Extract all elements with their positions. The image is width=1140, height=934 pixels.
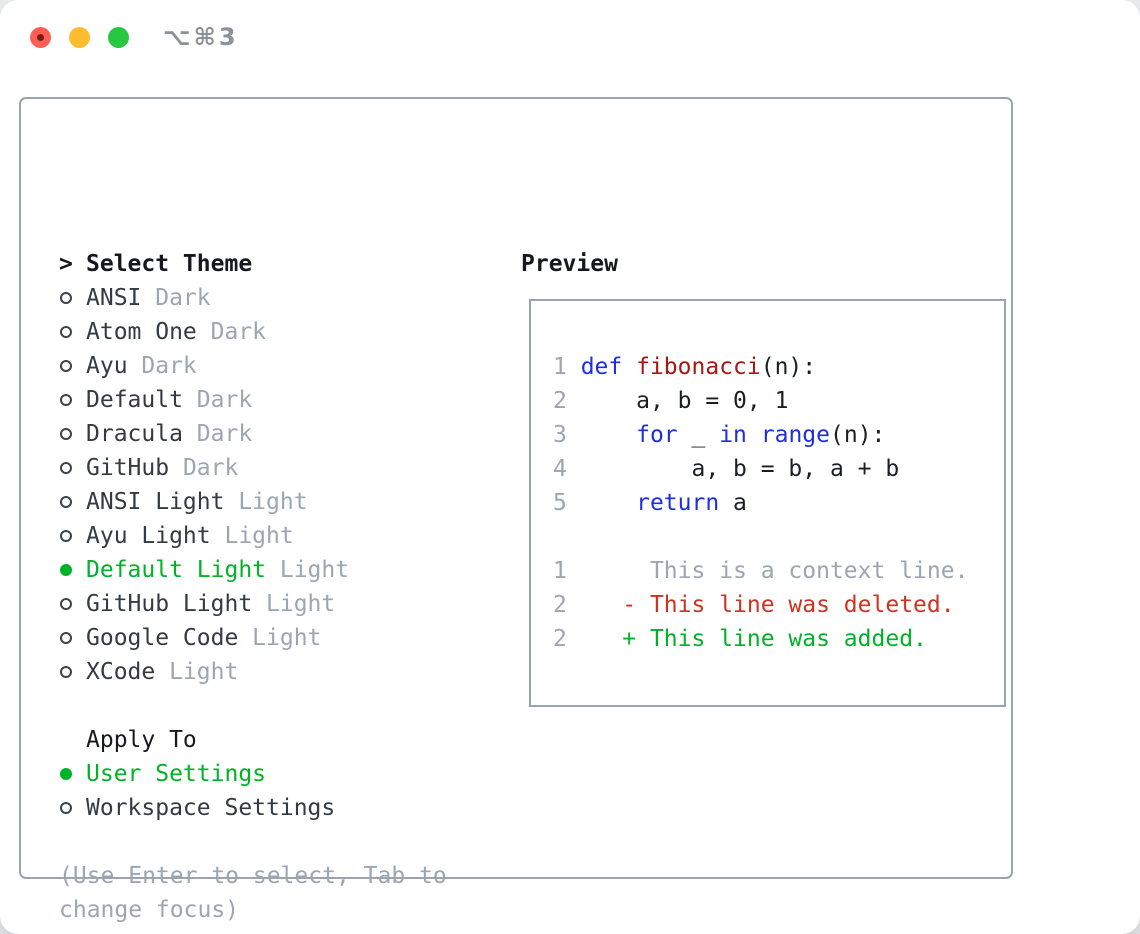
theme-option-ansi-light[interactable]: ANSI Light Light: [59, 485, 447, 519]
theme-option-ansi[interactable]: ANSI Dark: [59, 281, 447, 315]
radio-icon: [60, 326, 72, 338]
spacer: [59, 825, 447, 859]
theme-variant-label: Dark: [196, 421, 253, 447]
page-title: Select Theme: [86, 251, 253, 277]
radio-icon: [60, 598, 72, 610]
theme-variant-label: Dark: [210, 319, 267, 345]
option-label: XCode: [86, 659, 156, 685]
theme-variant-label: Dark: [141, 353, 197, 379]
keyboard-shortcut-label: ⌥⌘3: [163, 23, 239, 51]
theme-variant-label: Dark: [182, 455, 239, 481]
theme-option-ayu[interactable]: Ayu Dark: [59, 349, 447, 383]
code-preview: 1 def fibonacci(n): 2 a, b = 0, 1 3 for _ …: [553, 350, 1004, 656]
spacer: [59, 689, 447, 723]
code-line: 1 This is a context line.: [553, 558, 969, 584]
line-number: [553, 524, 581, 550]
radio-icon: [60, 428, 72, 440]
radio-selected-icon: [60, 564, 72, 576]
radio-icon: [60, 632, 72, 644]
theme-option-xcode[interactable]: XCode Light: [59, 655, 447, 689]
line-number: 3: [553, 422, 581, 448]
minimize-button[interactable]: [69, 27, 90, 48]
code-line: 2 a, b = 0, 1: [553, 388, 789, 414]
option-label: Dracula: [86, 421, 183, 447]
theme-option-dracula[interactable]: Dracula Dark: [59, 417, 447, 451]
theme-variant-label: Light: [238, 489, 308, 515]
preview-title: Preview: [521, 251, 618, 277]
theme-variant-label: Light: [224, 523, 294, 549]
code-line: 2 + This line was added.: [553, 626, 927, 652]
radio-icon: [60, 292, 72, 304]
option-label: User Settings: [86, 761, 267, 787]
option-label: Default Light: [86, 557, 267, 583]
hint-line: change focus): [59, 897, 240, 923]
option-label: GitHub Light: [86, 591, 253, 617]
code-line: 5 return a: [553, 490, 747, 516]
option-label: Default: [86, 387, 183, 413]
theme-option-default-light[interactable]: Default Light Light: [59, 553, 447, 587]
theme-option-google-code[interactable]: Google Code Light: [59, 621, 447, 655]
option-label: Workspace Settings: [86, 795, 336, 821]
radio-icon: [60, 666, 72, 678]
hint-line: (Use Enter to select, Tab to: [59, 863, 447, 889]
theme-variant-label: Light: [169, 659, 239, 685]
select-theme-header: > Select Theme: [59, 247, 447, 281]
code-line: 4 a, b = b, a + b: [553, 456, 900, 482]
theme-variant-label: Light: [266, 591, 336, 617]
theme-option-atom-one[interactable]: Atom One Dark: [59, 315, 447, 349]
option-label: ANSI: [86, 285, 142, 311]
radio-icon: [60, 802, 72, 814]
radio-icon: [60, 394, 72, 406]
theme-variant-label: Dark: [155, 285, 211, 311]
radio-icon: [60, 360, 72, 372]
radio-icon: [60, 496, 72, 508]
theme-option-default[interactable]: Default Dark: [59, 383, 447, 417]
theme-option-github-light[interactable]: GitHub Light Light: [59, 587, 447, 621]
apply-option-user-settings[interactable]: User Settings: [59, 757, 447, 791]
prompt-icon: >: [59, 251, 73, 277]
option-label: ANSI Light: [86, 489, 225, 515]
code-line: 2 - This line was deleted.: [553, 592, 955, 618]
line-number: 2: [553, 626, 581, 652]
theme-variant-label: Light: [279, 557, 350, 583]
line-number: 5: [553, 490, 581, 516]
option-label: Atom One: [86, 319, 197, 345]
theme-variant-label: Dark: [196, 387, 253, 413]
preview-box: 1 def fibonacci(n): 2 a, b = 0, 1 3 for _ …: [529, 299, 1006, 707]
theme-option-github[interactable]: GitHub Dark: [59, 451, 447, 485]
line-number: 4: [553, 456, 581, 482]
line-number: 1: [553, 354, 581, 380]
code-line: 1 def fibonacci(n):: [553, 354, 817, 380]
unsaved-dot-icon: [37, 34, 44, 41]
apply-option-workspace-settings[interactable]: Workspace Settings: [59, 791, 447, 825]
radio-icon: [60, 462, 72, 474]
option-label: Google Code: [86, 625, 239, 651]
radio-selected-icon: [60, 768, 72, 780]
code-line: 3 for _ in range(n):: [553, 422, 886, 448]
code-line: [553, 520, 1004, 554]
theme-option-ayu-light[interactable]: Ayu Light Light: [59, 519, 447, 553]
line-number: 1: [553, 558, 581, 584]
option-label: Ayu Light: [86, 523, 211, 549]
radio-icon: [60, 530, 72, 542]
apply-to-header: Apply To: [59, 723, 447, 757]
line-number: 2: [553, 592, 581, 618]
close-button[interactable]: [30, 27, 51, 48]
theme-variant-label: Light: [252, 625, 322, 651]
option-label: Ayu: [86, 353, 128, 379]
line-number: 2: [553, 388, 581, 414]
option-label: GitHub: [86, 455, 170, 481]
zoom-button[interactable]: [108, 27, 129, 48]
apply-to-label: Apply To: [86, 727, 197, 753]
